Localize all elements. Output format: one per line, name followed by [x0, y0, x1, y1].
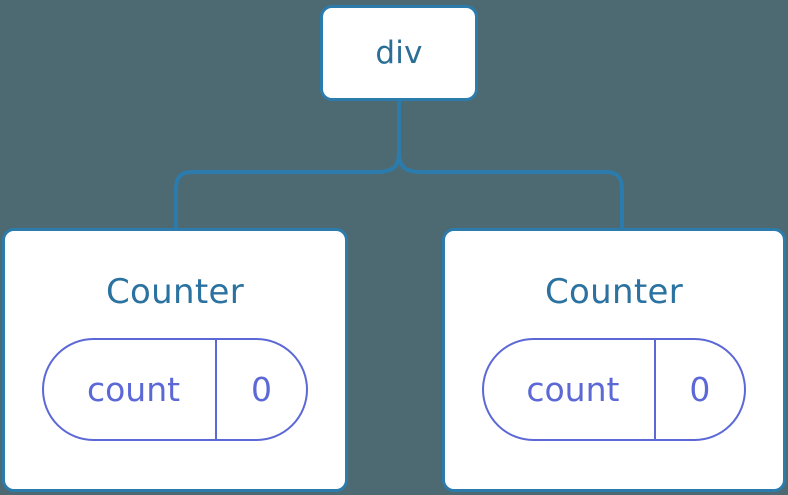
state-pill-counter-1: count 0 — [42, 338, 308, 441]
connector-right-branch — [397, 100, 624, 228]
state-value-counter-1: 0 — [251, 370, 273, 409]
state-pill-counter-2: count 0 — [482, 338, 746, 441]
node-counter-2[interactable]: Counter count 0 — [442, 228, 786, 492]
node-counter-2-label: Counter — [545, 272, 683, 312]
connector-left-branch — [174, 100, 401, 228]
node-counter-1[interactable]: Counter count 0 — [2, 228, 348, 492]
state-key-counter-2: count — [484, 340, 656, 439]
node-div-label: div — [375, 34, 423, 71]
node-div[interactable]: div — [320, 5, 478, 101]
state-value-counter-2: 0 — [689, 370, 711, 409]
node-counter-1-label: Counter — [106, 272, 244, 312]
state-key-counter-1: count — [44, 340, 218, 439]
